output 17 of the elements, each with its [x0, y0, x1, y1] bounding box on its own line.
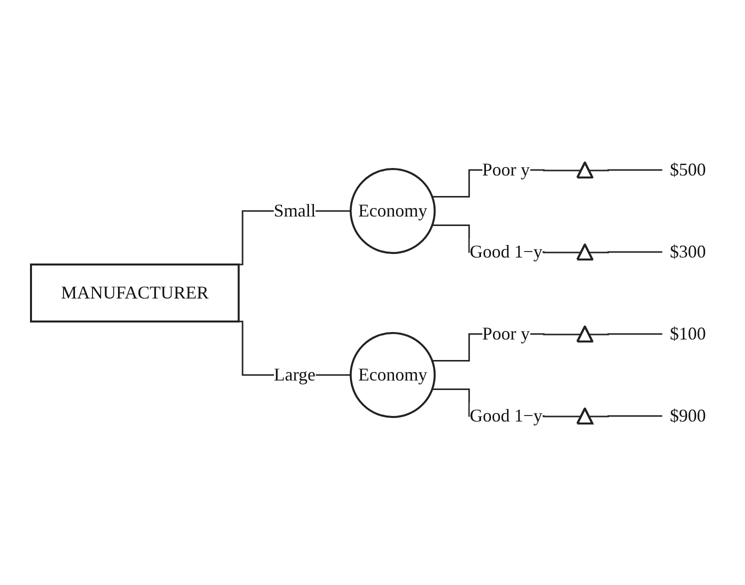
node-text: $500 — [670, 159, 706, 179]
connector — [589, 168, 663, 171]
edge-label: Small — [274, 200, 316, 220]
node-circle: Economy — [350, 332, 436, 418]
edge-label: Good 1−y — [470, 405, 543, 425]
node-text: $900 — [670, 405, 706, 425]
edge-label: Good 1−y — [470, 241, 543, 261]
edge-label: Poor y — [482, 159, 530, 179]
edge-label: Poor y — [482, 323, 530, 343]
connector — [589, 332, 663, 335]
node-box: MANUFACTURER — [30, 263, 240, 322]
node-text: $100 — [670, 323, 706, 343]
connector — [589, 250, 663, 253]
node-text: $300 — [670, 241, 706, 261]
connector — [589, 414, 663, 417]
node-circle: Economy — [350, 168, 436, 254]
edge-label: Large — [274, 364, 316, 384]
